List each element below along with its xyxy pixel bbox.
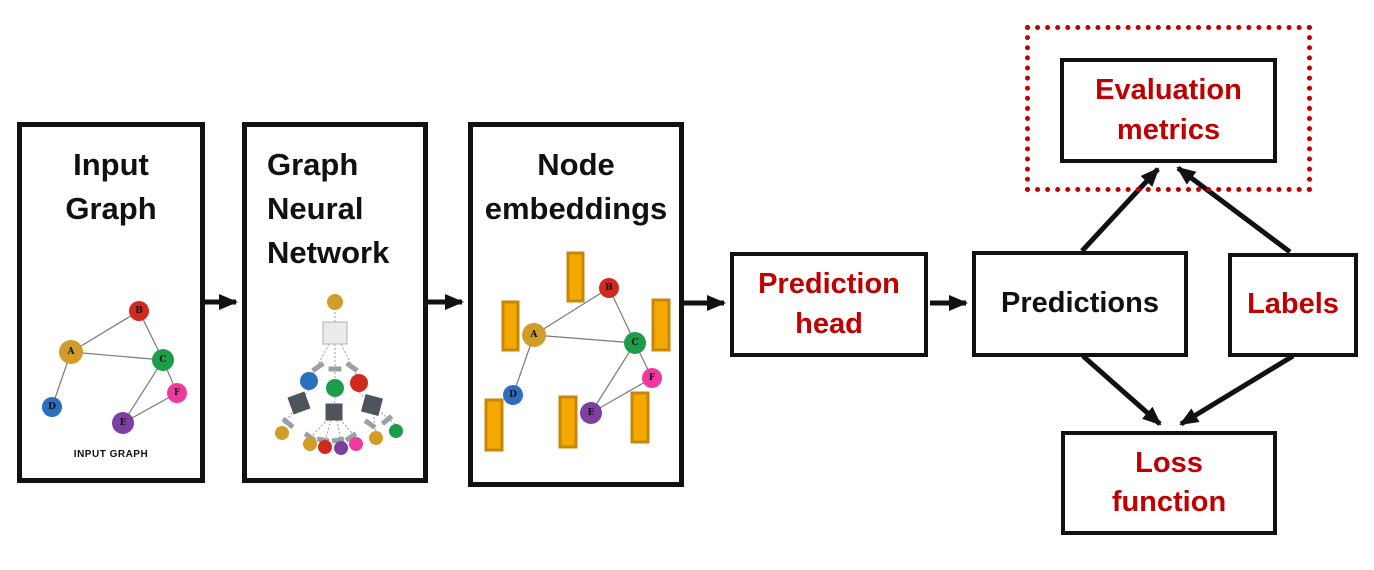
gnn-connector	[363, 418, 377, 430]
node-a: A	[522, 323, 546, 347]
panel-input-graph: B A C D F E INPUT GRAPH	[17, 122, 205, 483]
evaluation-dotted-frame	[1025, 25, 1312, 192]
panel-gnn: Graph Neural Network	[242, 122, 428, 483]
embeddings-figure: B A C D F E	[484, 251, 671, 452]
input-graph-caption: INPUT GRAPH	[74, 449, 148, 460]
arrow-labels-to-loss	[1179, 353, 1295, 427]
arrow-predictions-to-evaluation	[1080, 167, 1160, 253]
gnn-root-aggregator	[322, 321, 348, 345]
embedding-bars	[484, 251, 671, 452]
node-a: A	[59, 340, 83, 364]
svg-text:E: E	[120, 418, 127, 428]
panel-node-embeddings: B A C D F E Node	[468, 122, 684, 487]
gnn-leaf	[349, 437, 363, 451]
gnn-connector	[344, 431, 358, 443]
gnn-connector	[380, 414, 394, 426]
svg-text:C: C	[159, 355, 166, 365]
embedding-bar	[558, 395, 578, 449]
embedding-bar	[630, 391, 650, 444]
gnn-connector	[281, 416, 295, 430]
node-e: E	[580, 402, 602, 424]
embedding-bar	[566, 251, 585, 303]
node-b: B	[129, 301, 149, 321]
svg-text:A: A	[530, 330, 539, 340]
svg-text:B: B	[135, 306, 143, 316]
gnn-aggregator-right	[360, 393, 384, 417]
svg-text:B: B	[605, 283, 613, 293]
box-evaluation-metrics: Evaluation metrics	[1060, 58, 1277, 163]
svg-text:A: A	[67, 347, 76, 357]
svg-text:C: C	[631, 338, 638, 348]
svg-text:E: E	[588, 408, 595, 418]
box-labels: Labels	[1228, 253, 1358, 357]
embedding-bar	[501, 300, 520, 352]
gnn-node-green	[326, 379, 344, 397]
gnn-root-node	[327, 294, 343, 310]
node-f: F	[642, 368, 662, 388]
gnn-leaf	[334, 441, 348, 455]
svg-text:D: D	[509, 390, 517, 400]
embeddings-title: Node embeddings	[484, 147, 668, 227]
box-loss-function: Loss function	[1061, 431, 1277, 535]
arrow-labels-to-evaluation	[1176, 166, 1292, 254]
gnn-figure	[275, 294, 403, 455]
node-d: D	[503, 385, 523, 405]
embedding-bar	[484, 398, 504, 452]
gnn-node-red	[350, 374, 368, 392]
node-c: C	[152, 349, 174, 371]
embedding-bar	[651, 298, 671, 352]
gnn-connector	[328, 366, 342, 372]
node-f: F	[167, 383, 187, 403]
gnn-aggregator-left	[287, 391, 311, 415]
node-e: E	[112, 412, 134, 434]
node-d: D	[42, 397, 62, 417]
gnn-aggregator-mid	[325, 403, 343, 421]
gnn-leaf	[369, 431, 383, 445]
gnn-title: Graph Neural Network	[267, 147, 390, 271]
gnn-connector	[311, 361, 325, 373]
svg-text:F: F	[174, 388, 181, 398]
gnn-connector	[345, 361, 359, 373]
gnn-leaf	[275, 426, 289, 440]
input-graph-title: Input Graph	[65, 147, 157, 227]
node-c: C	[624, 332, 646, 354]
svg-text:D: D	[48, 402, 56, 412]
box-predictions: Predictions	[972, 251, 1188, 357]
gnn-leaf	[389, 424, 403, 438]
gnn-leaf	[318, 440, 332, 454]
gnn-node-blue	[300, 372, 318, 390]
box-prediction-head: Prediction head	[730, 252, 928, 357]
input-graph-figure: B A C D F E INPUT GRAPH	[42, 301, 187, 460]
svg-text:F: F	[649, 373, 656, 383]
node-b: B	[599, 278, 619, 298]
gnn-leaf	[303, 437, 317, 451]
arrow-predictions-to-loss	[1081, 354, 1162, 426]
